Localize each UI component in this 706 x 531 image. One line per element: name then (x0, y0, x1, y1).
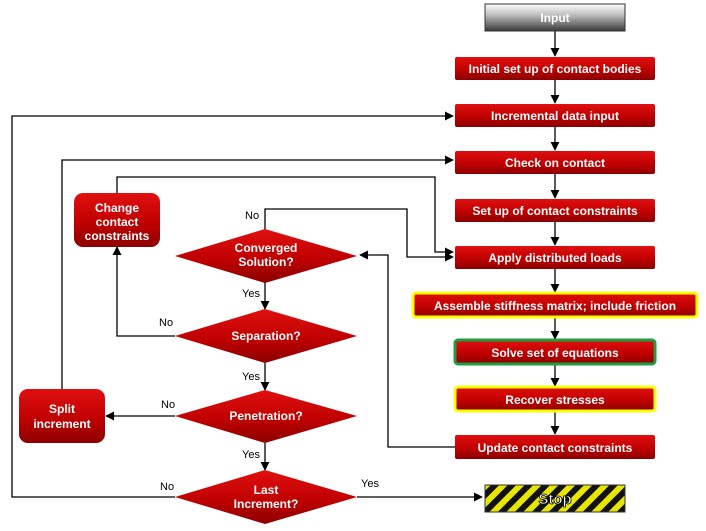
node-split-increment-line2: increment (33, 417, 90, 431)
node-separation-label: Separation? (231, 329, 300, 343)
edge-change-to-apply (116, 176, 454, 257)
node-check-contact-label: Check on contact (505, 156, 605, 170)
node-last-increment-line2: Increment? (234, 497, 299, 511)
node-split-increment-line1: Split (49, 402, 75, 416)
node-input-label: Input (540, 11, 569, 25)
label-penetration-yes: Yes (242, 449, 260, 461)
node-assemble-stiffness-label: Assemble stiffness matrix; include frict… (434, 299, 676, 313)
node-apply-loads-label: Apply distributed loads (488, 251, 622, 265)
edge-converged-no (264, 208, 454, 262)
edge-split-to-check (61, 155, 454, 390)
node-solve-equations-label: Solve set of equations (491, 346, 619, 360)
node-setup-constraints-label: Set up of contact constraints (472, 204, 638, 218)
node-update-constraints-label: Update contact constraints (478, 441, 633, 455)
node-solve-equations: Solve set of equations (453, 338, 657, 366)
node-input: Input (484, 3, 626, 32)
edge-update-to-converged (359, 250, 455, 448)
node-recover-stresses: Recover stresses (453, 385, 657, 413)
node-setup-constraints: Set up of contact constraints (455, 199, 655, 222)
label-converged-yes: Yes (242, 288, 260, 300)
node-last-increment-line1: Last (254, 483, 279, 497)
node-converged-line1: Converged (235, 241, 298, 255)
label-last-no: No (160, 481, 174, 493)
node-converged-line2: Solution? (238, 255, 293, 269)
node-last-increment: Last Increment? (175, 470, 357, 524)
node-incremental-input: Incremental data input (455, 104, 655, 127)
connectors (11, 31, 560, 502)
node-change-constraints-line3: constraints (85, 229, 150, 243)
node-initial-setup-label: Initial set up of contact bodies (469, 62, 642, 76)
label-converged-no: No (245, 210, 259, 222)
node-assemble-stiffness: Assemble stiffness matrix; include frict… (411, 291, 699, 319)
node-penetration: Penetration? (175, 390, 357, 443)
node-update-constraints: Update contact constraints (455, 435, 655, 459)
node-separation: Separation? (175, 309, 357, 363)
node-change-constraints-line1: Change (95, 201, 139, 215)
node-incremental-input-label: Incremental data input (491, 109, 619, 123)
node-split-increment: Split increment (19, 389, 105, 443)
node-stop-label: Stop (538, 491, 571, 508)
node-apply-loads: Apply distributed loads (455, 246, 655, 269)
node-penetration-label: Penetration? (229, 409, 302, 423)
label-separation-yes: Yes (242, 371, 260, 383)
node-check-contact: Check on contact (455, 151, 655, 174)
edge-last-no (11, 111, 454, 498)
edge-separation-no (112, 246, 175, 337)
label-penetration-no: No (161, 399, 175, 411)
label-last-yes: Yes (361, 478, 379, 490)
node-converged: Converged Solution? (175, 229, 357, 283)
edge-labels: No Yes No Yes No Yes No Yes (159, 210, 379, 493)
node-initial-setup: Initial set up of contact bodies (455, 57, 655, 80)
node-change-constraints: Change contact constraints (74, 193, 160, 247)
label-separation-no: No (159, 317, 173, 329)
node-change-constraints-line2: contact (96, 215, 139, 229)
node-stop: Stop (484, 484, 626, 513)
node-recover-stresses-label: Recover stresses (505, 393, 605, 407)
